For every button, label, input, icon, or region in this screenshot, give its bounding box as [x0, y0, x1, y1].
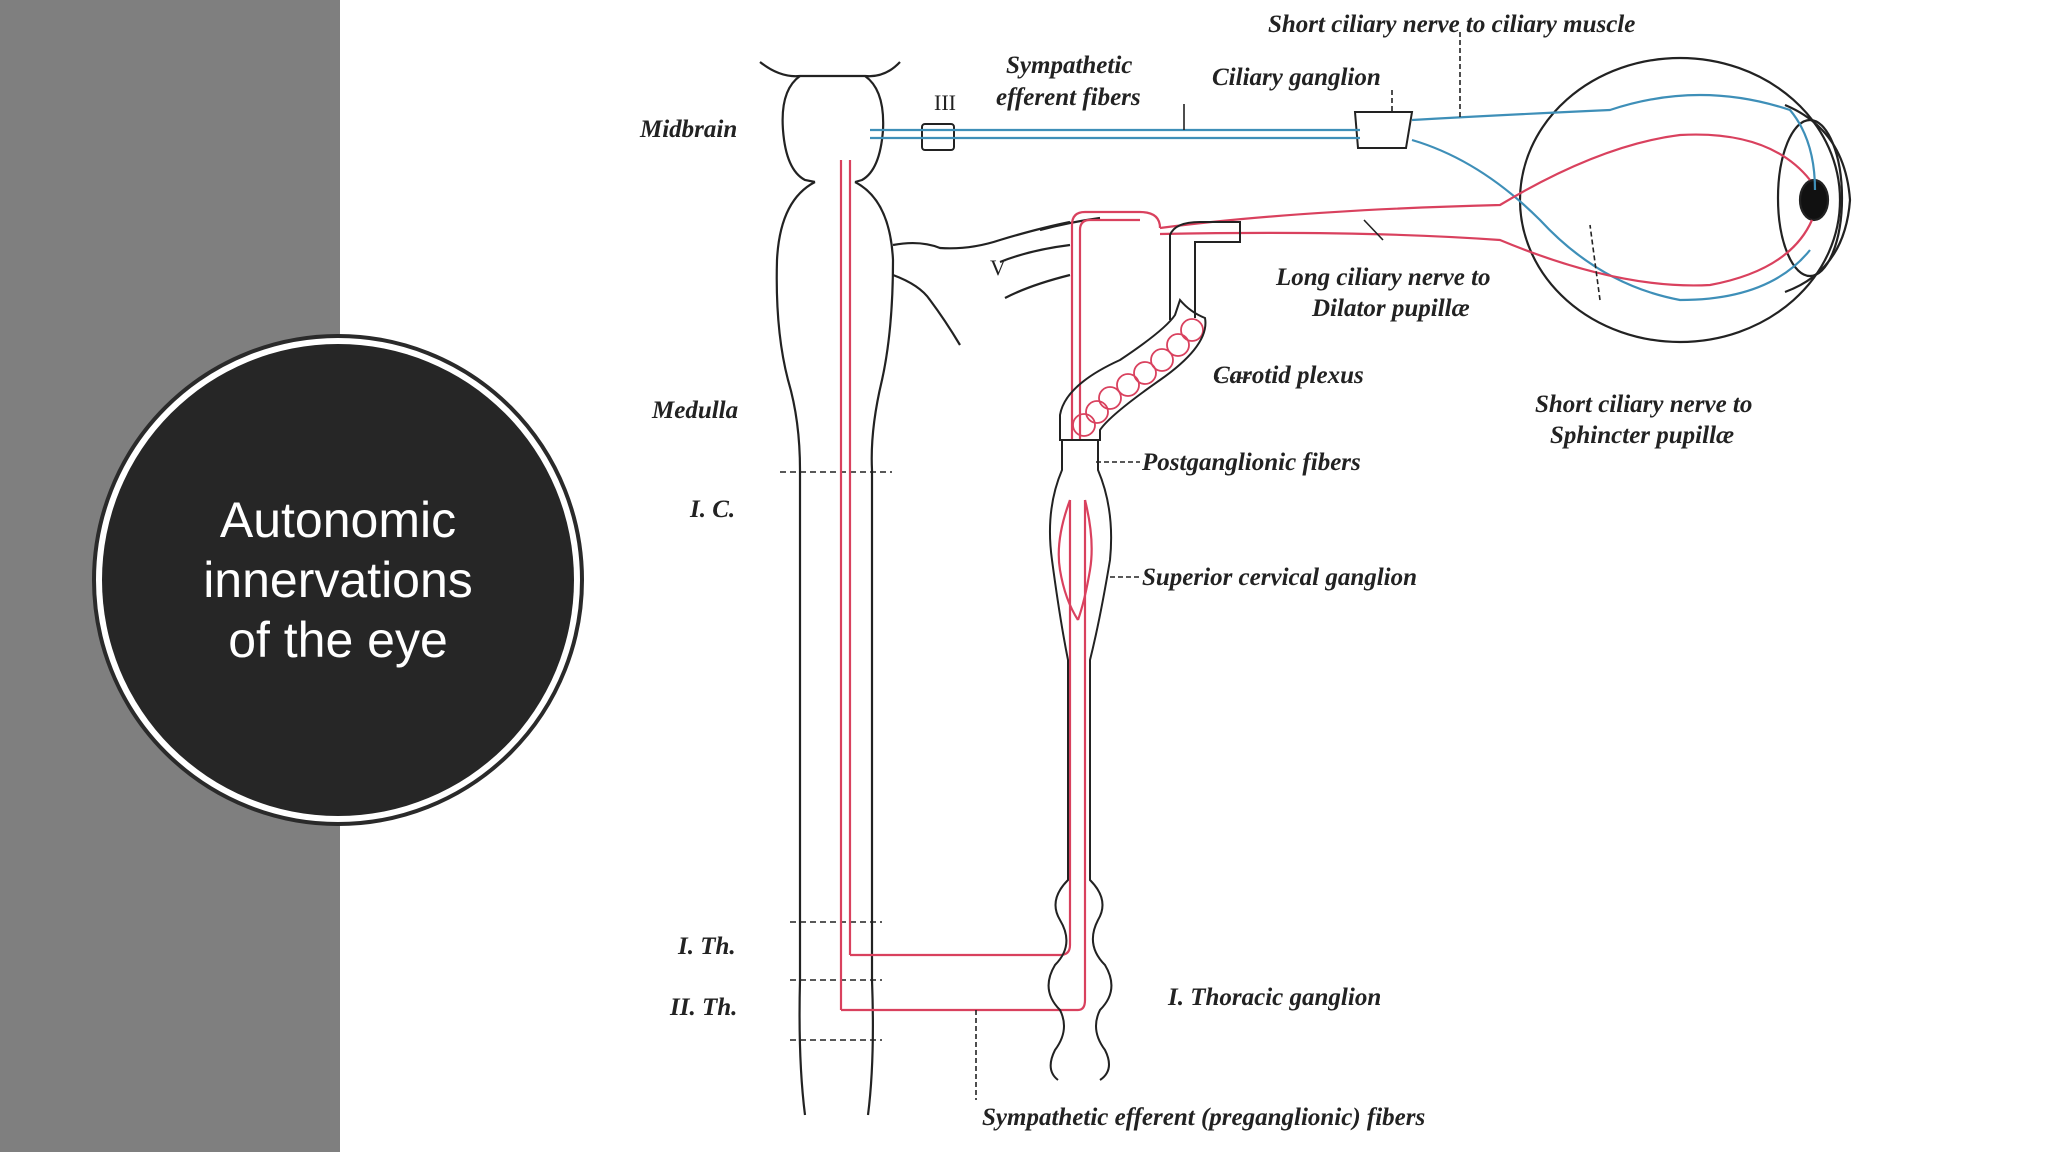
title-line-1: Autonomic: [158, 490, 518, 550]
label-short-ciliary-muscle: Short ciliary nerve to ciliary muscle: [1268, 11, 1635, 38]
label-superior-cervical: Superior cervical ganglion: [1142, 564, 1417, 591]
label-short-ciliary-sphincter-1: Short ciliary nerve to: [1535, 391, 1752, 418]
label-short-ciliary-sphincter-2: Sphincter pupillæ: [1550, 422, 1734, 449]
title-circle: Autonomic innervations of the eye: [102, 344, 574, 816]
brainstem-outline: [760, 62, 1100, 1115]
carotid-plexus: [1073, 319, 1203, 436]
title-line-2: innervations: [158, 550, 518, 610]
label-long-ciliary-1: Long ciliary nerve to: [1275, 264, 1491, 291]
sympathetic-chain: [1049, 440, 1112, 1080]
label-ic: I. C.: [689, 496, 735, 523]
label-thoracic-ganglion: I. Thoracic ganglion: [1167, 984, 1381, 1011]
ciliary-ganglion: [1355, 112, 1412, 148]
label-postganglionic: Postganglionic fibers: [1141, 449, 1361, 476]
label-ciliary-ganglion: Ciliary ganglion: [1212, 64, 1381, 91]
slide-title: Autonomic innervations of the eye: [158, 490, 518, 670]
label-medulla: Medulla: [651, 397, 738, 424]
label-carotid-plexus: Carotid plexus: [1213, 362, 1364, 389]
label-iith: II. Th.: [669, 994, 737, 1021]
label-nerve-v: V: [990, 255, 1006, 280]
label-nerve-iii: III: [934, 90, 956, 115]
title-line-3: of the eye: [158, 610, 518, 670]
eye-innervation-diagram: Midbrain Medulla I. C. I. Th. II. Th. II…: [600, 0, 2020, 1152]
label-long-ciliary-2: Dilator pupillæ: [1311, 295, 1470, 322]
label-midbrain: Midbrain: [639, 116, 737, 143]
label-preganglionic: Sympathetic efferent (preganglionic) fib…: [982, 1104, 1425, 1131]
label-sympathetic-efferent-1: Sympathetic: [1006, 52, 1132, 79]
label-sympathetic-efferent-2: efferent fibers: [996, 84, 1141, 111]
label-ith: I. Th.: [677, 933, 736, 960]
